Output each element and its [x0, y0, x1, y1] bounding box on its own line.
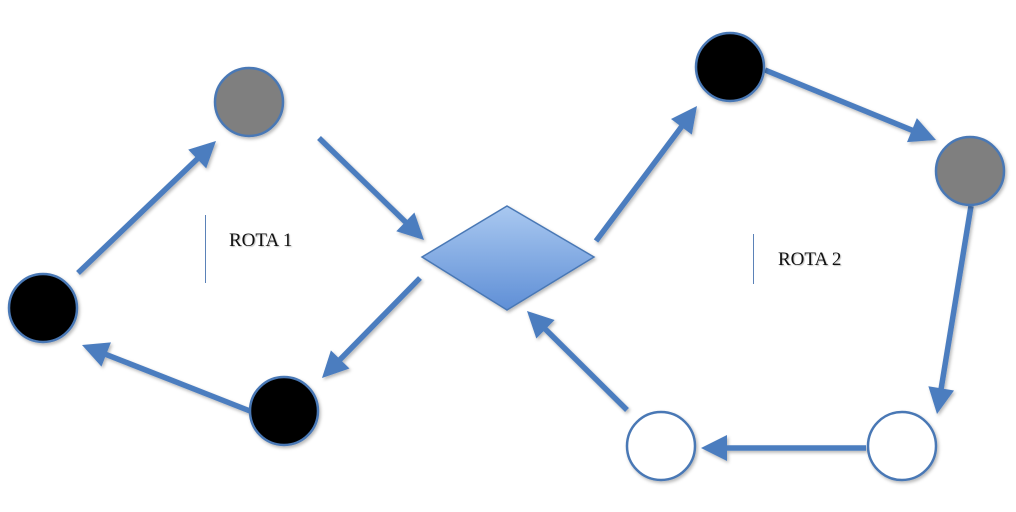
- edge-r2-bottom-left-to-decision: [527, 311, 629, 412]
- edge-r1-left-to-r1-top: [76, 141, 216, 275]
- arrow-head-icon: [907, 118, 936, 143]
- edge-line: [542, 325, 629, 412]
- arrow-head-icon: [671, 106, 697, 135]
- edge-r1-bottom-to-r1-left: [82, 342, 252, 414]
- arrow-head-icon: [701, 435, 727, 461]
- edge-line: [593, 123, 685, 243]
- arrow-head-icon: [396, 212, 424, 240]
- arrow-head-icon: [928, 386, 955, 414]
- edge-r2-bottom-right-to-r2-bottom-left: [701, 435, 866, 461]
- route-2-label: ROTA 2: [778, 249, 842, 270]
- arrow-head-icon: [188, 141, 216, 169]
- edge-line: [103, 351, 252, 414]
- node-r1-top: [213, 66, 285, 138]
- node-r1-bottom: [248, 375, 320, 447]
- edge-decision-to-r1-bottom: [322, 276, 422, 378]
- arrow-head-icon: [527, 311, 555, 339]
- edge-line: [317, 136, 409, 226]
- edge-r2-top-to-r2-right: [763, 67, 936, 143]
- edge-line: [938, 205, 974, 391]
- edge-line: [76, 155, 201, 275]
- edge-line: [336, 276, 422, 363]
- arrow-head-icon: [322, 350, 350, 378]
- node-r2-bottom-right: [866, 410, 938, 482]
- edge-line: [763, 67, 915, 134]
- node-r2-right: [934, 135, 1006, 207]
- node-r1-left: [7, 272, 79, 344]
- node-r2-top: [694, 31, 766, 103]
- edges: [76, 67, 974, 461]
- route-1-label: ROTA 1: [229, 230, 293, 251]
- arrow-head-icon: [82, 342, 111, 367]
- route-1-divider: [205, 215, 206, 283]
- edge-r2-right-to-r2-bottom-right: [928, 205, 974, 414]
- edge-decision-to-r2-top: [593, 106, 697, 243]
- edge-r1-top-to-decision: [317, 136, 424, 240]
- route-2-divider: [753, 234, 754, 284]
- decision-diamond: [420, 205, 596, 311]
- node-r2-bottom-left: [625, 410, 697, 482]
